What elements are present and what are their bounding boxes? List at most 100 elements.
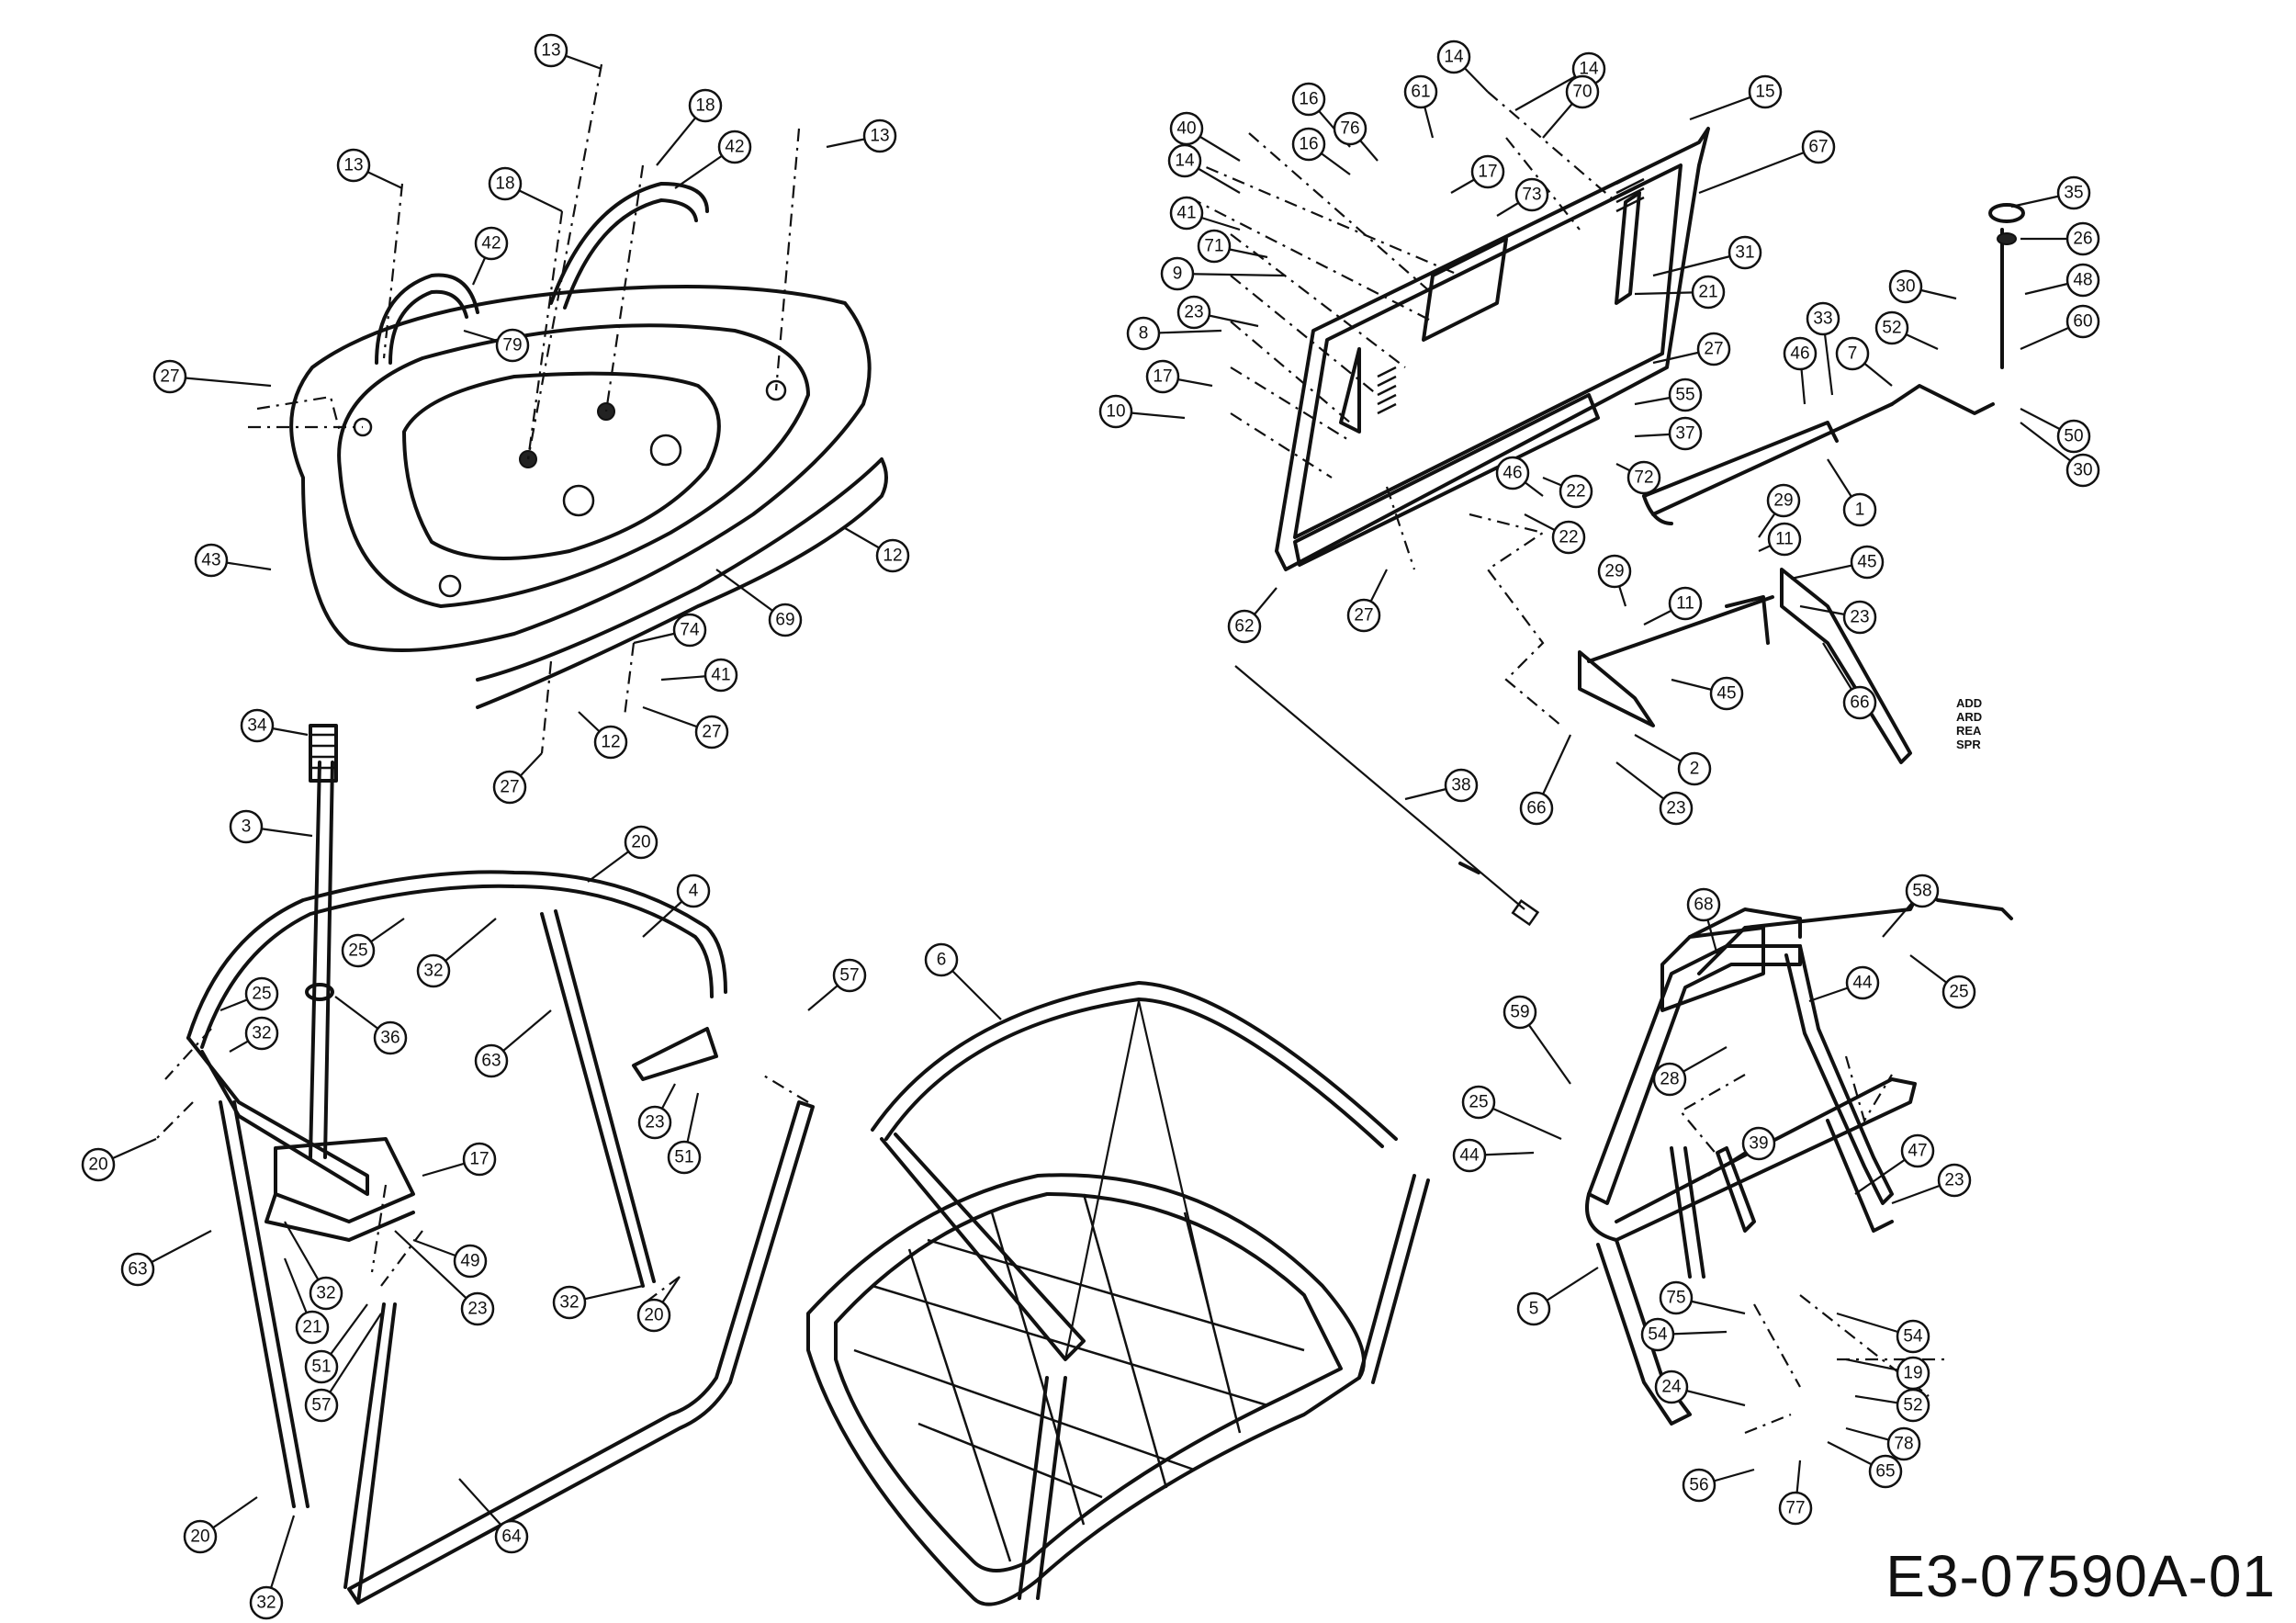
callout-number: 51 <box>674 1148 693 1167</box>
part-callout-c45: 22 <box>1542 474 1593 509</box>
callout-number: 7 <box>1848 344 1858 364</box>
part-callout-c65: 11 <box>1643 586 1703 626</box>
callout-balloon <box>1696 332 1731 366</box>
part-callout-c15: 27 <box>642 705 729 750</box>
side-note-line-3: REA <box>1956 724 1982 738</box>
part-callout-c12: 69 <box>715 569 803 637</box>
callout-number: 13 <box>541 41 560 61</box>
part-callout-c59: 30 <box>2020 422 2100 488</box>
part-callout-c48: 27 <box>1346 569 1388 633</box>
part-callout-c122: 77 <box>1778 1460 1813 1526</box>
callout-number: 27 <box>500 778 519 797</box>
handle-left <box>375 273 479 365</box>
part-callout-c101: 68 <box>1686 887 1721 956</box>
part-callout-c106: 28 <box>1652 1046 1728 1097</box>
callout-balloon <box>494 1519 529 1554</box>
callout-balloon <box>1896 1388 1930 1423</box>
part-callout-c109: 39 <box>1707 1126 1776 1177</box>
callout-number: 46 <box>1790 344 1809 364</box>
callout-balloon <box>1514 177 1549 212</box>
part-callout-c52: 52 <box>1874 310 1939 350</box>
callout-number: 27 <box>160 367 179 387</box>
callout-balloon <box>1291 127 1326 162</box>
callout-number: 74 <box>680 621 700 640</box>
callout-balloon <box>1677 751 1712 786</box>
callout-number: 69 <box>775 611 794 630</box>
callout-number: 17 <box>1153 367 1172 387</box>
callout-number: 23 <box>1850 608 1869 627</box>
callout-balloon <box>1626 460 1661 495</box>
callout-balloon <box>1452 1138 1487 1173</box>
callout-balloon <box>304 1349 339 1384</box>
part-callout-c86: 20 <box>81 1137 157 1182</box>
callout-balloon <box>1126 316 1161 351</box>
callout-balloon <box>1597 554 1632 589</box>
callout-number: 26 <box>2073 230 2092 249</box>
callout-balloon <box>460 1291 495 1326</box>
callout-balloon <box>1652 1062 1687 1097</box>
callout-balloon <box>249 1585 284 1620</box>
callout-number: 20 <box>631 833 650 852</box>
callout-number: 5 <box>1529 1300 1539 1319</box>
part-callout-c54: 33 <box>1806 301 1840 396</box>
callout-number: 73 <box>1522 186 1541 205</box>
part-callout-c50: 26 <box>2020 221 2100 256</box>
callout-balloon <box>1748 74 1783 109</box>
callout-number: 52 <box>1882 319 1901 338</box>
part-callout-c119: 78 <box>1845 1426 1921 1461</box>
callout-number: 15 <box>1755 83 1774 102</box>
callout-balloon <box>474 1043 509 1078</box>
handle-right <box>549 182 709 310</box>
part-callout-c112: 5 <box>1516 1267 1599 1326</box>
callout-number: 25 <box>348 941 367 961</box>
callout-number: 32 <box>256 1594 276 1613</box>
callout-balloon <box>636 1298 671 1333</box>
callout-number: 78 <box>1894 1435 1913 1454</box>
callout-balloon <box>1403 74 1438 109</box>
callout-number: 1 <box>1855 501 1865 520</box>
callout-number: 23 <box>1184 303 1203 322</box>
callout-balloon <box>1686 887 1721 922</box>
part-callout-c46: 22 <box>1524 513 1586 555</box>
callout-balloon <box>1169 196 1204 231</box>
part-callout-c42: 10 <box>1098 394 1186 429</box>
callout-number: 23 <box>1944 1171 1964 1190</box>
callout-number: 34 <box>247 716 267 736</box>
callout-balloon <box>120 1252 155 1287</box>
part-callout-c57: 46 <box>1783 336 1818 405</box>
drawing-code: E3-07590A-01 <box>1885 1543 2276 1609</box>
callout-leader <box>1698 145 1819 195</box>
part-callout-c51: 30 <box>1888 269 1957 304</box>
callout-number: 16 <box>1299 135 1318 154</box>
callout-balloon <box>624 825 658 860</box>
part-callout-c9: 79 <box>463 328 530 363</box>
callout-balloon <box>1654 1369 1689 1404</box>
part-callout-c98: 32 <box>249 1515 296 1620</box>
callout-number: 32 <box>559 1293 579 1313</box>
part-callout-c121: 56 <box>1682 1468 1755 1503</box>
callout-number: 75 <box>1666 1289 1685 1308</box>
callout-balloon <box>1668 378 1703 412</box>
callout-balloon <box>1842 492 1877 527</box>
callout-balloon <box>1503 995 1537 1030</box>
callout-balloon <box>1682 1468 1716 1503</box>
callout-number: 42 <box>725 138 744 157</box>
part-callout-c10: 43 <box>194 543 272 578</box>
part-callout-c49: 35 <box>2010 175 2091 210</box>
callout-number: 25 <box>1469 1093 1488 1112</box>
callout-balloon <box>717 130 752 164</box>
side-note-line-2: ARD <box>1956 710 1982 724</box>
part-callout-c22: 70 <box>1542 74 1600 139</box>
part-callout-c72: 23 <box>1615 761 1694 826</box>
frame-hoop-left <box>186 870 727 1508</box>
part-callout-c104: 44 <box>1808 965 1880 1003</box>
part-callout-c105: 59 <box>1503 995 1571 1085</box>
callout-number: 48 <box>2073 271 2092 290</box>
callout-balloon <box>1470 154 1505 189</box>
callout-balloon <box>1767 522 1802 557</box>
callout-number: 64 <box>501 1527 522 1547</box>
callout-balloon <box>295 1310 330 1345</box>
callout-number: 11 <box>1775 530 1794 549</box>
